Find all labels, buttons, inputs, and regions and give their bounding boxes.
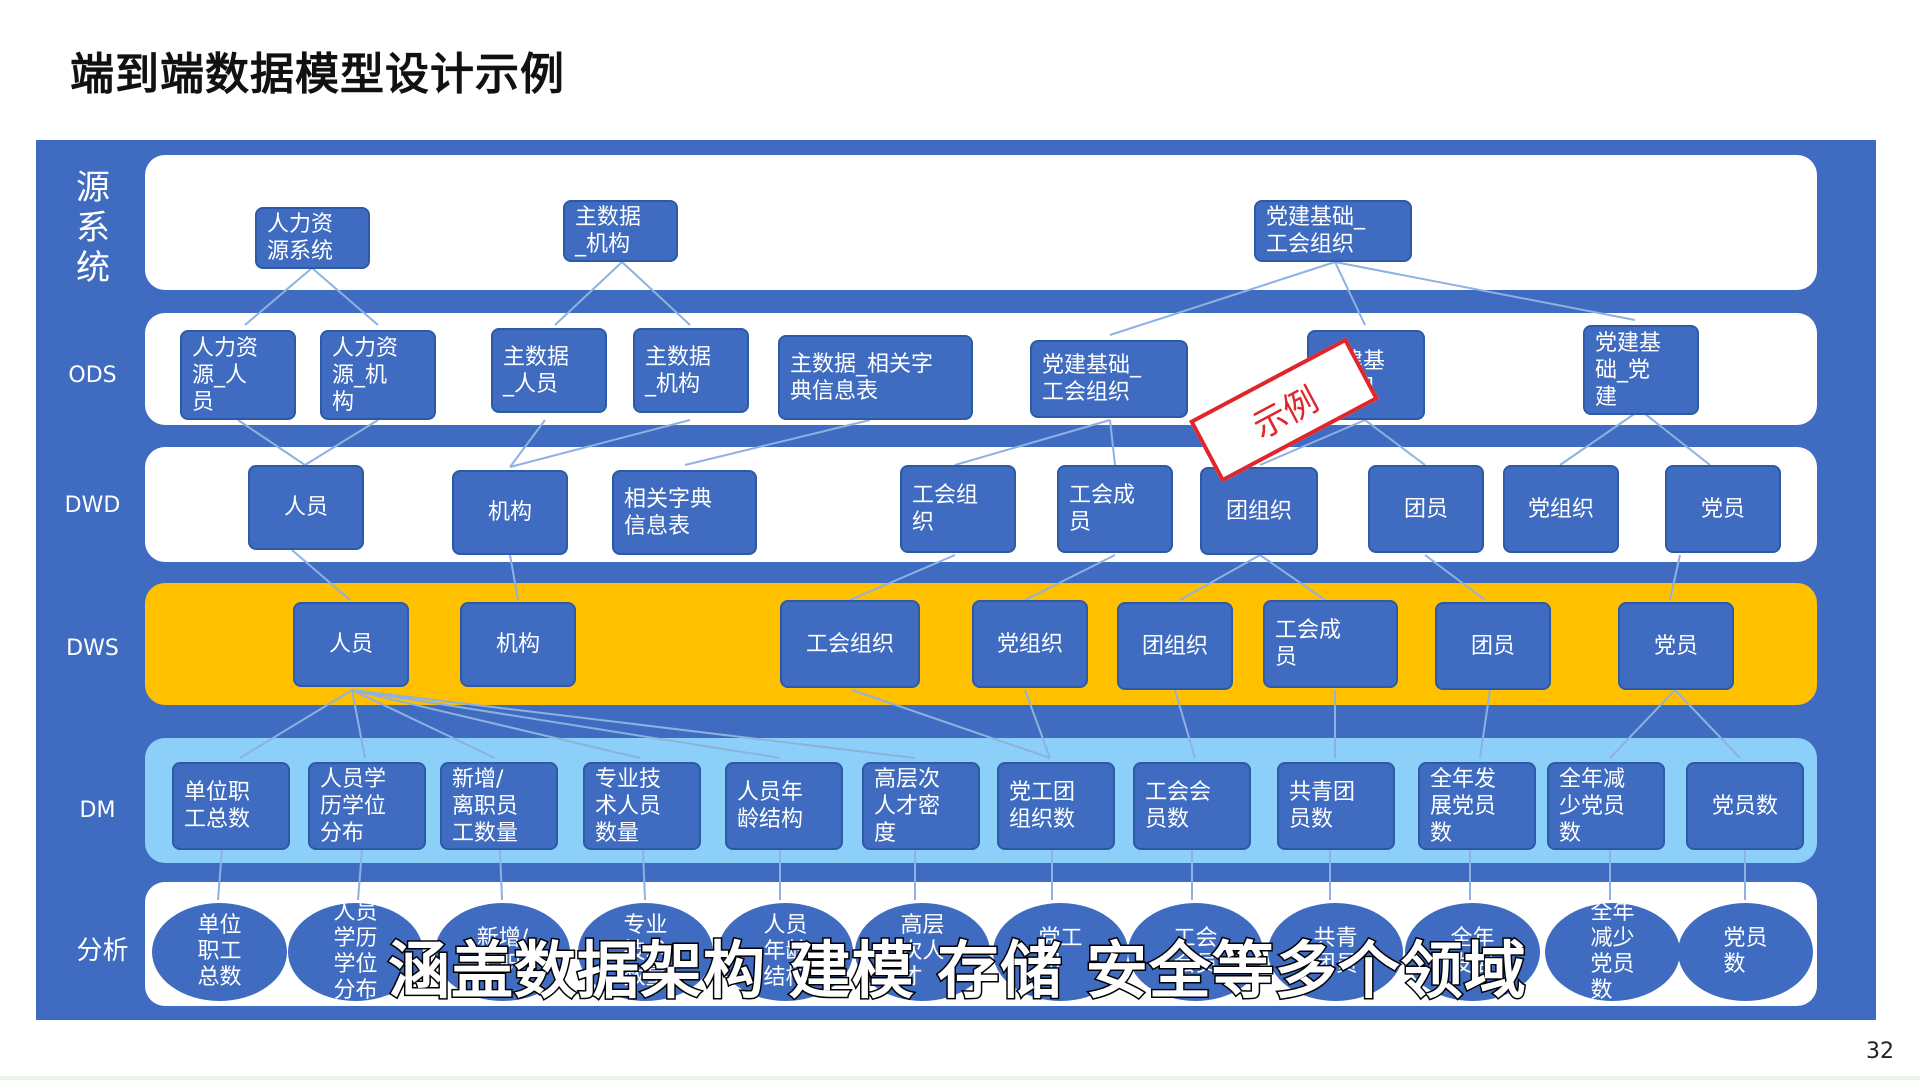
ods-node-master-dict: 主数据_相关字 典信息表 [778, 335, 973, 420]
row-label-dm: DM [79, 797, 116, 823]
ana-node-education-distribution: 人员 学历 学位 分布 [288, 903, 423, 1001]
dws-node-union-member: 工会成 员 [1263, 600, 1398, 688]
ods-node-master-org: 主数据 _机构 [633, 328, 749, 413]
dwd-node-party-org: 党组织 [1503, 465, 1619, 553]
dws-node-union-org: 工会组织 [780, 600, 920, 688]
ods-node-hr-person: 人力资 源_人 员 [180, 330, 296, 420]
bottom-line [0, 1076, 1920, 1080]
dm-node-education-distribution: 人员学 历学位 分布 [308, 762, 426, 850]
dws-node-org: 机构 [460, 602, 576, 687]
dwd-node-dict: 相关字典 信息表 [612, 470, 757, 555]
band-source-systems [145, 155, 1817, 290]
src-node-master-data-org: 主数据 _机构 [563, 200, 678, 262]
ana-node-technical-staff: 专业 技术 数量 [578, 903, 713, 1001]
ana-node-union-members: 工会 会员 [1128, 903, 1263, 1001]
ana-node-talent: 高层 次人 才 [855, 903, 990, 1001]
dm-node-annual-reduced-party-members: 全年减 少党员 数 [1547, 762, 1665, 850]
dws-node-party-member: 党员 [1618, 602, 1734, 690]
ana-node-party-union-league: 党工 团 [993, 903, 1128, 1001]
ana-node-total-employees: 单位 职工 总数 [152, 903, 287, 1001]
dwd-node-org: 机构 [452, 470, 568, 555]
page-number: 32 [1866, 1039, 1894, 1064]
dwd-node-union-org: 工会组 织 [900, 465, 1016, 553]
dwd-node-league-org: 团组织 [1200, 467, 1318, 555]
ana-node-age-structure: 人员 年龄 结构 [718, 903, 853, 1001]
dm-node-age-structure: 人员年 龄结构 [725, 762, 843, 850]
dwd-node-union-member: 工会成 员 [1057, 465, 1173, 553]
dwd-node-party-member: 党员 [1665, 465, 1781, 553]
ana-node-annual-new: 全年 发展 [1405, 903, 1540, 1001]
dws-node-person: 人员 [293, 602, 409, 687]
src-node-hr-system: 人力资 源系统 [255, 207, 370, 269]
ods-node-hr-org: 人力资 源_机 构 [320, 330, 436, 420]
dm-node-league-members: 共青团 员数 [1277, 762, 1395, 850]
dws-node-party-org: 党组织 [972, 600, 1088, 688]
dm-node-technical-staff: 专业技 术人员 数量 [583, 762, 701, 850]
row-label-dwd: DWD [64, 492, 121, 518]
src-node-party-union-org: 党建基础_ 工会组织 [1254, 200, 1412, 262]
row-label-analysis: 分析 [76, 935, 129, 966]
dm-node-party-union-league-count: 党工团 组织数 [997, 762, 1115, 850]
subtitle-caption: 涵盖数据架构 建模 存储 安全等多个领域 [387, 933, 1528, 1009]
row-label-source: 源 系 统 [76, 168, 110, 288]
dwd-node-league-member: 团员 [1368, 465, 1484, 553]
ana-node-league-members: 共青 团员 [1268, 903, 1403, 1001]
dm-node-new-leave-employees: 新增/ 离职员 工数量 [440, 762, 558, 850]
slide-title: 端到端数据模型设计示例 [70, 49, 565, 100]
ana-node-new-leave: 新增/ 离职 [435, 903, 570, 1001]
dm-node-total-employees: 单位职 工总数 [172, 762, 290, 850]
ana-node-party-member-count: 党员 数 [1678, 903, 1813, 1001]
ana-node-annual-reduced: 全年 减少 党员 数 [1545, 903, 1680, 1001]
dm-node-union-members: 工会会 员数 [1133, 762, 1251, 850]
dwd-node-person: 人员 [248, 465, 364, 550]
dm-node-party-member-count: 党员数 [1686, 762, 1804, 850]
dm-node-annual-new-party-members: 全年发 展党员 数 [1418, 762, 1536, 850]
ods-node-master-person: 主数据 _人员 [491, 328, 607, 413]
ods-node-party-building: 党建基 础_党 建 [1583, 325, 1699, 415]
dws-node-league-member: 团员 [1435, 602, 1551, 690]
row-label-ods: ODS [68, 362, 117, 388]
dws-node-league-org: 团组织 [1117, 602, 1233, 690]
row-label-dws: DWS [66, 635, 119, 661]
ods-node-party-union-org: 党建基础_ 工会组织 [1030, 340, 1188, 418]
dm-node-talent-density: 高层次 人才密 度 [862, 762, 980, 850]
